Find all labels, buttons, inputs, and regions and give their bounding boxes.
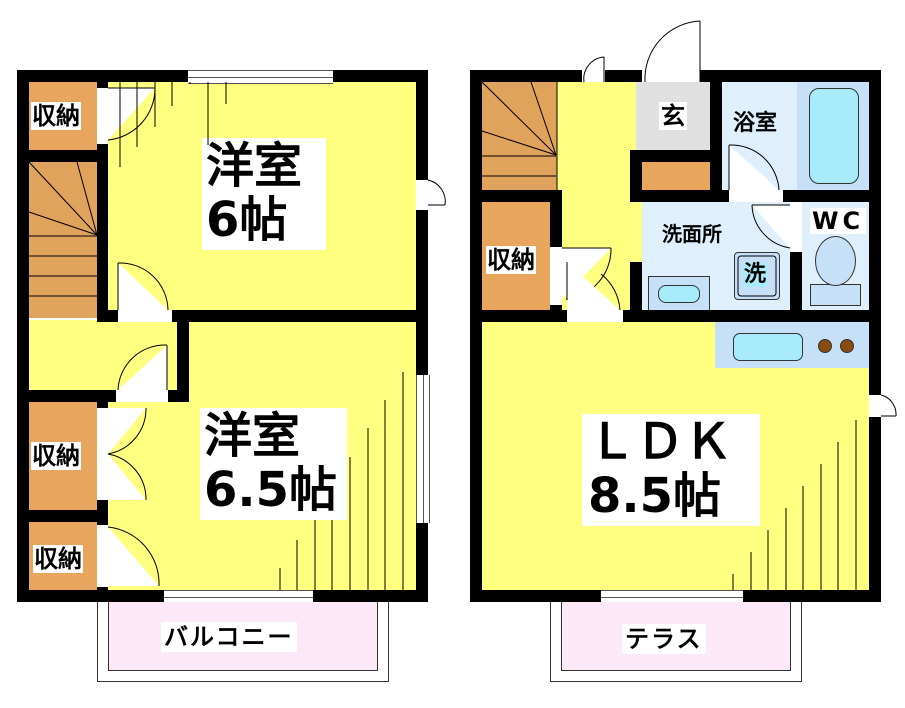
wall <box>482 190 562 202</box>
wash-basin <box>658 285 700 303</box>
wall <box>177 310 189 402</box>
stove-burner-icon <box>840 339 854 353</box>
storage-3-label: 収納 <box>33 545 83 573</box>
ldk-type: ＬＤＫ <box>588 414 733 470</box>
storage-1-label: 収納 <box>31 102 81 130</box>
balcony-label: バルコニー <box>161 622 297 652</box>
kitchen-sink <box>733 333 803 361</box>
toilet-tank <box>810 284 861 306</box>
wall <box>470 70 482 602</box>
western-room-6-5-size: 6.5帖 <box>204 462 338 518</box>
window <box>188 70 333 84</box>
staircase <box>482 82 557 190</box>
door-opening <box>116 390 168 402</box>
wall <box>97 82 108 322</box>
western-room-6-size: 6帖 <box>206 192 288 248</box>
door-opening <box>97 525 108 587</box>
washroom-label: 洗面所 <box>661 222 723 246</box>
western-room-6-5-type: 洋室 <box>204 408 301 464</box>
western-room-6-type: 洋室 <box>206 138 303 194</box>
stove-burner-icon <box>818 339 832 353</box>
wall <box>482 310 881 322</box>
staircase <box>29 162 97 318</box>
bathroom-label: 浴室 <box>732 111 779 136</box>
wall <box>869 70 881 602</box>
western-room-6-label: 洋室 6帖 <box>202 138 326 250</box>
wall <box>17 70 29 602</box>
wall <box>630 150 722 162</box>
bathtub <box>809 88 859 184</box>
entrance-label: 玄 <box>659 102 687 130</box>
terrace-label: テラス <box>622 624 706 654</box>
wall <box>630 262 642 322</box>
toilet-bowl <box>815 236 856 286</box>
door-opening <box>550 247 562 305</box>
wall <box>630 150 642 202</box>
door-opening <box>790 202 802 252</box>
western-room-6-5-label: 洋室 6.5帖 <box>200 408 347 520</box>
door-opening <box>118 310 172 322</box>
door-opening <box>582 70 605 82</box>
wall <box>710 82 722 202</box>
washing-machine-label: 洗 <box>743 262 768 287</box>
ldk-label: ＬＤＫ 8.5帖 <box>582 414 760 526</box>
bathroom-floor <box>722 82 797 190</box>
door-opening <box>729 190 783 202</box>
door-opening <box>97 88 108 144</box>
window <box>416 375 430 523</box>
door-opening <box>869 395 881 417</box>
door-opening <box>567 310 623 322</box>
storage-label: 収納 <box>486 246 536 274</box>
door-opening <box>97 408 108 500</box>
toilet-label: WC <box>810 207 867 235</box>
shoe-closet <box>642 162 710 190</box>
wall <box>29 150 108 162</box>
door-opening <box>416 180 428 210</box>
entrance-door-opening <box>642 70 700 82</box>
storage-2-label: 収納 <box>31 442 81 470</box>
wall <box>29 510 108 522</box>
ldk-size: 8.5帖 <box>588 468 722 524</box>
